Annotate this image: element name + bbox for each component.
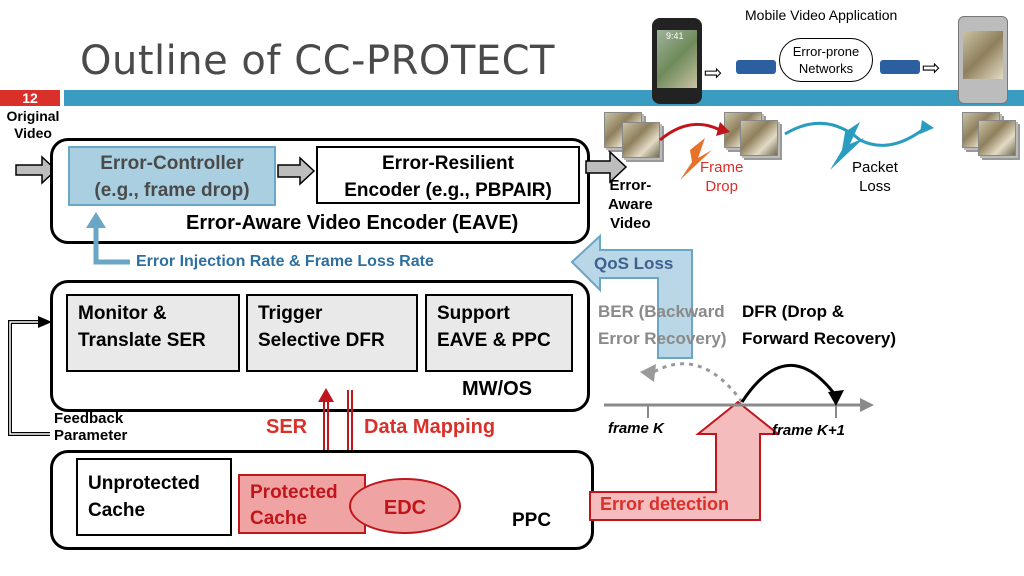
arrowhead: [920, 120, 934, 134]
injection-feedback-arrow: [86, 212, 130, 265]
error-detection-arrow: [589, 400, 778, 521]
title-band: [64, 90, 1024, 106]
monitor-translate-box: Monitor & Translate SER: [66, 294, 240, 372]
router-icon: [736, 60, 776, 74]
error-resilient-encoder-box: Error-Resilient Encoder (e.g., PBPAIR): [316, 146, 580, 204]
dfr-arc: [740, 364, 838, 403]
frame-k-label: frame K: [608, 420, 664, 437]
data-mapping-label: Data Mapping: [364, 416, 496, 438]
slide-title: Outline of CC-PROTECT: [80, 38, 555, 84]
mobile-app-label: Mobile Video Application: [745, 7, 898, 23]
arrow-right-icon: ⇨: [704, 60, 723, 85]
lightning-icon: [680, 138, 712, 180]
original-video-label: Original Video: [6, 108, 60, 141]
arrowhead: [716, 122, 730, 136]
frame-k1-label: frame K+1: [772, 422, 845, 439]
dfr-label: DFR (Drop & Forward Recovery): [742, 298, 896, 352]
arrow-right-icon: [277, 156, 316, 186]
ser-label: SER: [266, 416, 308, 438]
frame-drop-arrow: [659, 122, 721, 142]
error-controller-box: Error-Controller (e.g., frame drop): [68, 146, 276, 206]
frame-drop-label: Frame Drop: [700, 159, 744, 195]
unprotected-cache-box: Unprotected Cache: [76, 458, 232, 536]
ber-label: BER (Backward Error Recovery): [598, 302, 727, 348]
feedback-parameter-label: Feedback Parameter: [54, 410, 128, 444]
trigger-dfr-box: Trigger Selective DFR: [246, 294, 418, 372]
video-frame-thumbnail: [978, 120, 1016, 156]
recovery-timeline: [604, 362, 874, 418]
video-frame-thumbnail: [622, 122, 660, 158]
mwos-label: MW/OS: [462, 378, 532, 400]
support-box: Support EAVE & PPC: [425, 294, 573, 372]
qos-loss-arrow: [570, 234, 693, 359]
qos-loss-label: QoS Loss: [594, 254, 674, 273]
eave-label: Error-Aware Video Encoder (EAVE): [186, 212, 519, 234]
eave-output-arrow: [585, 150, 628, 184]
edc-ellipse: EDC: [349, 478, 461, 534]
protected-cache-box: Protected Cache: [238, 474, 366, 534]
phone-icon: 9:41: [652, 18, 702, 104]
network-cloud: Error-prone Networks: [779, 38, 873, 82]
phone-time: 9:41: [666, 31, 684, 41]
error-aware-video-label: Error- Aware Video: [608, 177, 653, 232]
network-arrows: [659, 120, 934, 180]
input-arrow: [15, 155, 58, 185]
pda-icon: [958, 16, 1008, 104]
lightning-icon: [830, 122, 864, 170]
injection-rate-label: Error Injection Rate & Frame Loss Rate: [136, 253, 434, 270]
feedback-parameter-arrow: [8, 316, 52, 436]
packet-loss-label: Packet Loss: [852, 159, 898, 195]
arrow-right-icon: ⇨: [922, 55, 941, 80]
router-icon: [880, 60, 920, 74]
ber-arc: [649, 362, 744, 403]
ppc-label: PPC: [512, 510, 552, 531]
error-detection-label: Error detection: [600, 494, 730, 514]
video-frame-thumbnail: [740, 120, 778, 156]
slide-number: 12: [0, 90, 60, 106]
